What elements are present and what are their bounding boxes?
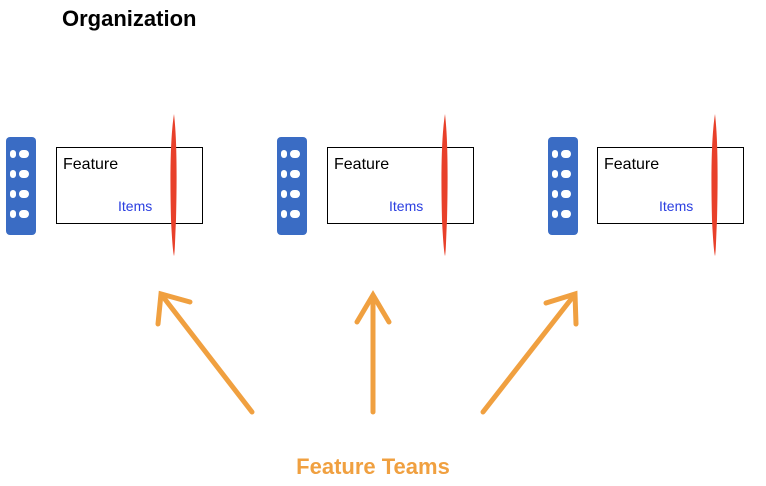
arrow-middle	[354, 290, 392, 415]
feature-items-box: Feature Items	[327, 147, 474, 224]
feature-label: Feature	[334, 156, 390, 173]
backlog-icon	[277, 137, 307, 235]
arrow-right	[480, 290, 579, 415]
red-divider-line	[711, 114, 718, 256]
red-divider-line	[441, 114, 448, 256]
page-title: Organization	[62, 6, 197, 31]
feature-label: Feature	[604, 156, 660, 173]
red-divider-line	[170, 114, 177, 256]
backlog-icon	[548, 137, 578, 235]
feature-items-box: Feature Items	[597, 147, 744, 224]
items-label: Items	[118, 198, 153, 214]
items-label: Items	[389, 198, 424, 214]
feature-label: Feature	[63, 156, 119, 173]
arrow-left	[155, 290, 255, 415]
backlog-icon	[6, 137, 36, 235]
feature-teams-caption: Feature Teams	[296, 454, 450, 479]
items-label: Items	[659, 198, 694, 214]
feature-items-box: Feature Items	[56, 147, 203, 224]
